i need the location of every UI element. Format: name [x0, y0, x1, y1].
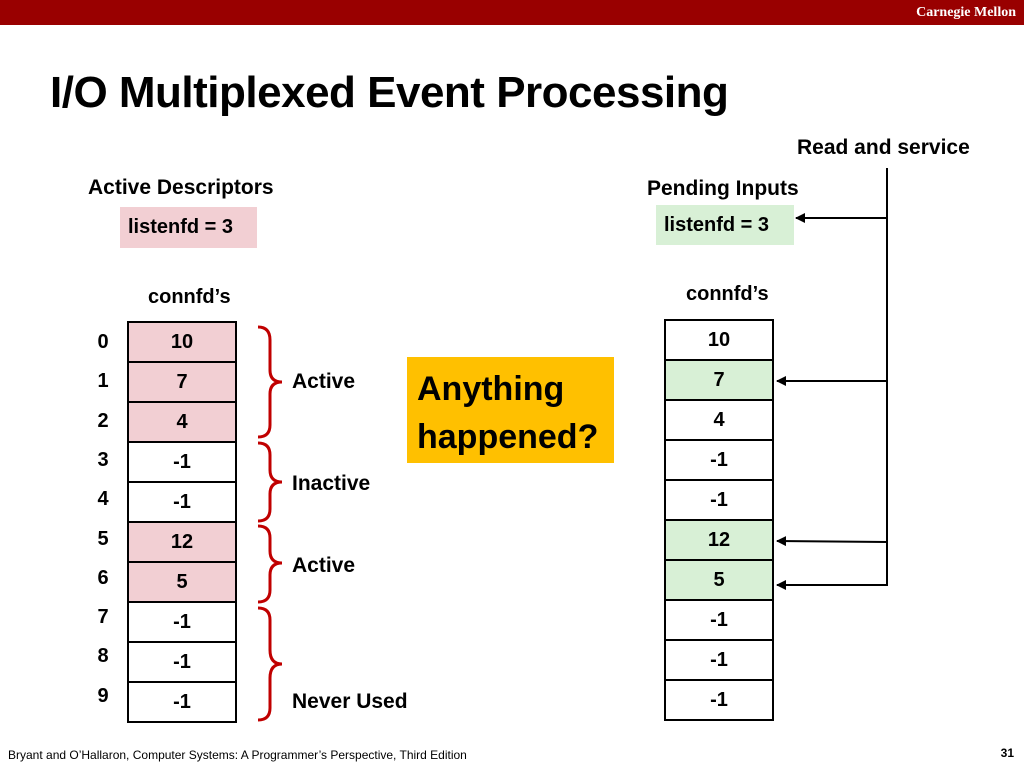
left-connfd-label: connfd’s: [148, 286, 231, 308]
left-connfd-cell-4: -1: [129, 483, 235, 521]
left-connfd-cell-1: 7: [129, 363, 235, 401]
right-connfd-cell-7: -1: [666, 601, 772, 639]
brace-inactive: [257, 441, 283, 523]
header-bar: Carnegie Mellon: [0, 0, 1024, 25]
brace-never-used: [257, 606, 283, 722]
left-index-4: 4: [97, 488, 109, 511]
right-connfd-cell-5: 12: [666, 521, 772, 559]
right-connfd-cell-3: -1: [666, 441, 772, 479]
left-connfd-cell-7: -1: [129, 603, 235, 641]
left-listenfd-box: listenfd = 3: [120, 207, 257, 248]
slide-title: I/O Multiplexed Event Processing: [50, 68, 729, 117]
left-index-0: 0: [97, 331, 109, 353]
left-connfd-cell-5: 12: [129, 523, 235, 561]
right-connfd-cell-6: 5: [666, 561, 772, 599]
left-connfd-cell-9: -1: [129, 683, 235, 721]
callout-line-2: happened?: [417, 418, 599, 456]
active-descriptors-heading: Active Descriptors: [88, 176, 274, 199]
pending-inputs-heading: Pending Inputs: [647, 177, 799, 200]
left-connfd-cell-8: -1: [129, 643, 235, 681]
brace-active-1: [257, 325, 283, 439]
group-label-active-1: Active: [292, 370, 356, 393]
left-connfd-cell-2: 4: [129, 403, 235, 441]
left-connfd-cell-3: -1: [129, 443, 235, 481]
right-connfd-label: connfd’s: [686, 283, 769, 305]
left-index-8: 8: [97, 645, 109, 668]
right-connfd-cell-2: 4: [666, 401, 772, 439]
left-connfd-cell-6: 5: [129, 563, 235, 601]
right-connfd-cell-4: -1: [666, 481, 772, 519]
left-index-9: 9: [97, 684, 109, 707]
left-listenfd-label: listenfd = 3: [128, 216, 234, 238]
left-index-2: 2: [97, 409, 109, 432]
anything-happened-callout: Anything happened?: [407, 357, 614, 463]
brand-label: Carnegie Mellon: [916, 5, 1016, 20]
citation-footer: Bryant and O’Hallaron, Computer Systems:…: [8, 748, 467, 762]
callout-line-1: Anything: [417, 370, 565, 408]
left-index-7: 7: [97, 606, 109, 629]
service-arrows: [776, 168, 888, 590]
group-label-never-used: Never Used: [292, 690, 408, 713]
left-index-1: 1: [97, 370, 109, 393]
brace-active-2: [257, 524, 283, 604]
group-label-active-2: Active: [292, 554, 356, 577]
right-connfd-cell-1: 7: [666, 361, 772, 399]
right-connfd-cell-8: -1: [666, 641, 772, 679]
read-and-service-label: Read and service: [797, 136, 970, 159]
right-listenfd-label: listenfd = 3: [664, 213, 770, 236]
group-label-inactive: Inactive: [292, 472, 371, 495]
right-connfd-cell-9: -1: [666, 681, 772, 719]
right-listenfd-box: listenfd = 3: [656, 205, 794, 245]
right-connfd-cell-0: 10: [666, 321, 772, 359]
left-index-3: 3: [97, 448, 109, 471]
left-index-6: 6: [97, 566, 109, 589]
curly-braces: [257, 325, 283, 722]
left-index-5: 5: [97, 527, 109, 550]
left-connfd-cell-0: 10: [129, 323, 235, 361]
page-number: 31: [1000, 746, 1014, 760]
arrow-to-fd-12: [776, 536, 888, 547]
